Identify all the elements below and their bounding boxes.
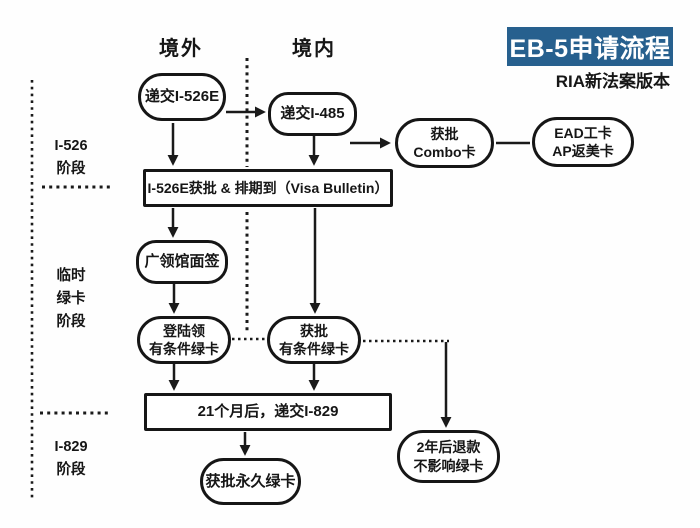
node-permanent-gc: 获批永久绿卡 bbox=[200, 458, 301, 505]
title-badge: EB-5申请流程 bbox=[507, 27, 673, 66]
node-file-i829: 21个月后，递交I-829 bbox=[144, 393, 392, 431]
column-header-overseas: 境外 bbox=[159, 38, 203, 60]
column-header-domestic: 境内 bbox=[292, 38, 336, 60]
node-submit-i526e: 递交I-526E bbox=[138, 73, 226, 121]
node-refund: 2年后退款 不影响绿卡 bbox=[397, 430, 500, 483]
node-approved-conditional-gc: 获批 有条件绿卡 bbox=[267, 316, 361, 364]
node-ead-ap-card: EAD工卡 AP返美卡 bbox=[532, 117, 634, 167]
stage-label-temp-green-card: 临时 绿卡 阶段 bbox=[56, 268, 86, 331]
title-subtitle: RIA新法案版本 bbox=[555, 72, 670, 91]
node-consulate-interview: 广领馆面签 bbox=[136, 240, 228, 284]
stage-label-i526: I-526 阶段 bbox=[54, 138, 88, 178]
node-combo-card: 获批 Combo卡 bbox=[395, 118, 494, 168]
node-landing-conditional-gc: 登陆领 有条件绿卡 bbox=[137, 316, 231, 364]
node-submit-i485: 递交I-485 bbox=[268, 92, 357, 136]
node-i526e-approved: I-526E获批 & 排期到（Visa Bulletin） bbox=[143, 169, 393, 207]
stage-label-i829: I-829 阶段 bbox=[54, 439, 88, 479]
